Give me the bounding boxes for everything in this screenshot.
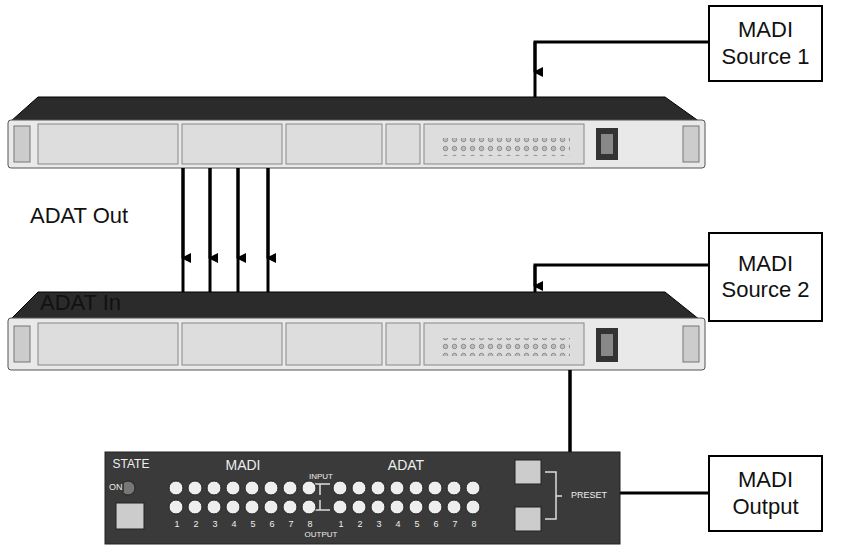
led <box>428 500 442 514</box>
port-label: ADAT Out <box>30 205 128 227</box>
panel-label: 6 <box>268 520 275 529</box>
panel-label: 5 <box>413 520 420 529</box>
panel-label: 7 <box>287 520 294 529</box>
panel-label: ADAT <box>387 458 425 472</box>
rack-unit-2 <box>8 292 705 370</box>
box-label: MADI Source 2 <box>721 251 809 302</box>
led <box>409 500 423 514</box>
led <box>447 481 461 495</box>
box-label: MADI Output <box>732 467 798 518</box>
panel-label: 2 <box>192 520 199 529</box>
panel-label: 7 <box>451 520 458 529</box>
panel-label: 3 <box>375 520 382 529</box>
panel-label: ON <box>108 483 124 492</box>
led <box>245 500 259 514</box>
led <box>390 481 404 495</box>
led <box>466 481 480 495</box>
panel-label: 1 <box>173 520 180 529</box>
led <box>188 500 202 514</box>
device-box: MADI Source 1 <box>708 5 823 82</box>
led <box>207 500 221 514</box>
port-label: ADAT In <box>40 292 121 314</box>
led <box>447 500 461 514</box>
led <box>207 481 221 495</box>
rack-unit-1 <box>8 97 705 168</box>
led <box>428 481 442 495</box>
cables <box>183 42 708 493</box>
led <box>302 481 316 495</box>
led <box>371 481 385 495</box>
led <box>169 500 183 514</box>
led <box>390 500 404 514</box>
led <box>302 500 316 514</box>
led <box>409 481 423 495</box>
panel-label: PRESET <box>570 491 608 500</box>
led <box>283 500 297 514</box>
device-box: MADI Output <box>708 455 823 532</box>
led <box>226 500 240 514</box>
panel-label: OUTPUT <box>304 531 339 539</box>
panel-label: 4 <box>230 520 237 529</box>
panel-label: 5 <box>249 520 256 529</box>
front-panel-detail <box>105 452 620 544</box>
led <box>371 500 385 514</box>
led <box>466 500 480 514</box>
panel-label: 8 <box>306 520 313 529</box>
led <box>333 481 347 495</box>
panel-label: MADI <box>225 458 262 472</box>
led <box>264 500 278 514</box>
led <box>264 481 278 495</box>
panel-label: 4 <box>394 520 401 529</box>
panel-label: 1 <box>337 520 344 529</box>
panel-label: STATE <box>112 458 151 470</box>
led <box>333 500 347 514</box>
panel-label: 8 <box>470 520 477 529</box>
box-label: MADI Source 1 <box>721 17 809 68</box>
panel-label: 2 <box>356 520 363 529</box>
led <box>352 481 366 495</box>
panel-label: INPUT <box>308 473 334 481</box>
led <box>226 481 240 495</box>
panel-label: 3 <box>211 520 218 529</box>
led <box>245 481 259 495</box>
led <box>283 481 297 495</box>
device-box: MADI Source 2 <box>708 232 823 322</box>
led <box>169 481 183 495</box>
led <box>352 500 366 514</box>
led <box>188 481 202 495</box>
panel-label: 6 <box>432 520 439 529</box>
